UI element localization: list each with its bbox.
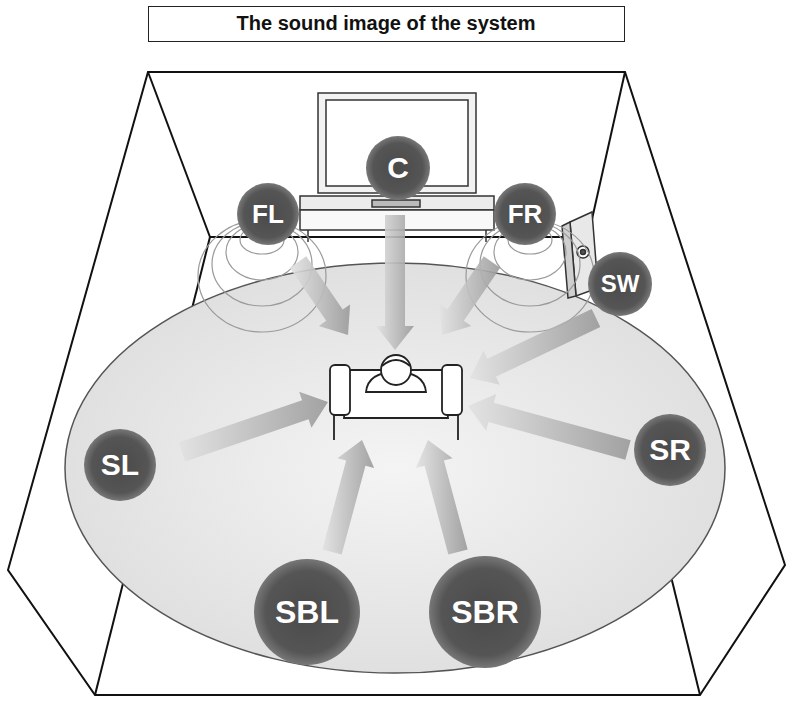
- sound-arrow: [468, 394, 631, 460]
- sound-arrow: [179, 392, 328, 462]
- speaker-label: FR: [508, 201, 543, 227]
- speaker-label: SBL: [275, 596, 339, 628]
- sound-arrow: [440, 256, 500, 335]
- speaker-label: SR: [649, 435, 691, 465]
- speaker-label: C: [387, 153, 409, 183]
- sound-arrow: [290, 256, 350, 335]
- speaker-circle: FL: [237, 183, 299, 245]
- speaker-circle: SR: [634, 414, 706, 486]
- listener-chair: [330, 355, 462, 440]
- sound-arrow: [376, 215, 414, 350]
- title-box: The sound image of the system: [148, 6, 625, 42]
- speaker-label: SL: [101, 450, 139, 480]
- title-text: The sound image of the system: [149, 7, 624, 40]
- speaker-label: SW: [601, 272, 640, 296]
- speaker-circle: C: [366, 136, 430, 200]
- sound-arrow: [470, 309, 600, 385]
- room-outline: [8, 72, 785, 695]
- speaker-circle: FR: [494, 183, 556, 245]
- speaker-circle: SL: [84, 429, 156, 501]
- speaker-circle: SBL: [254, 559, 361, 666]
- sound-arrow: [322, 440, 374, 555]
- speaker-circle: SBR: [429, 556, 542, 669]
- sound-arrows: [179, 215, 631, 555]
- speaker-label: FL: [252, 201, 284, 227]
- speaker-label: SBR: [451, 596, 519, 628]
- sound-arrow: [416, 440, 468, 555]
- speaker-circle: SW: [588, 252, 652, 316]
